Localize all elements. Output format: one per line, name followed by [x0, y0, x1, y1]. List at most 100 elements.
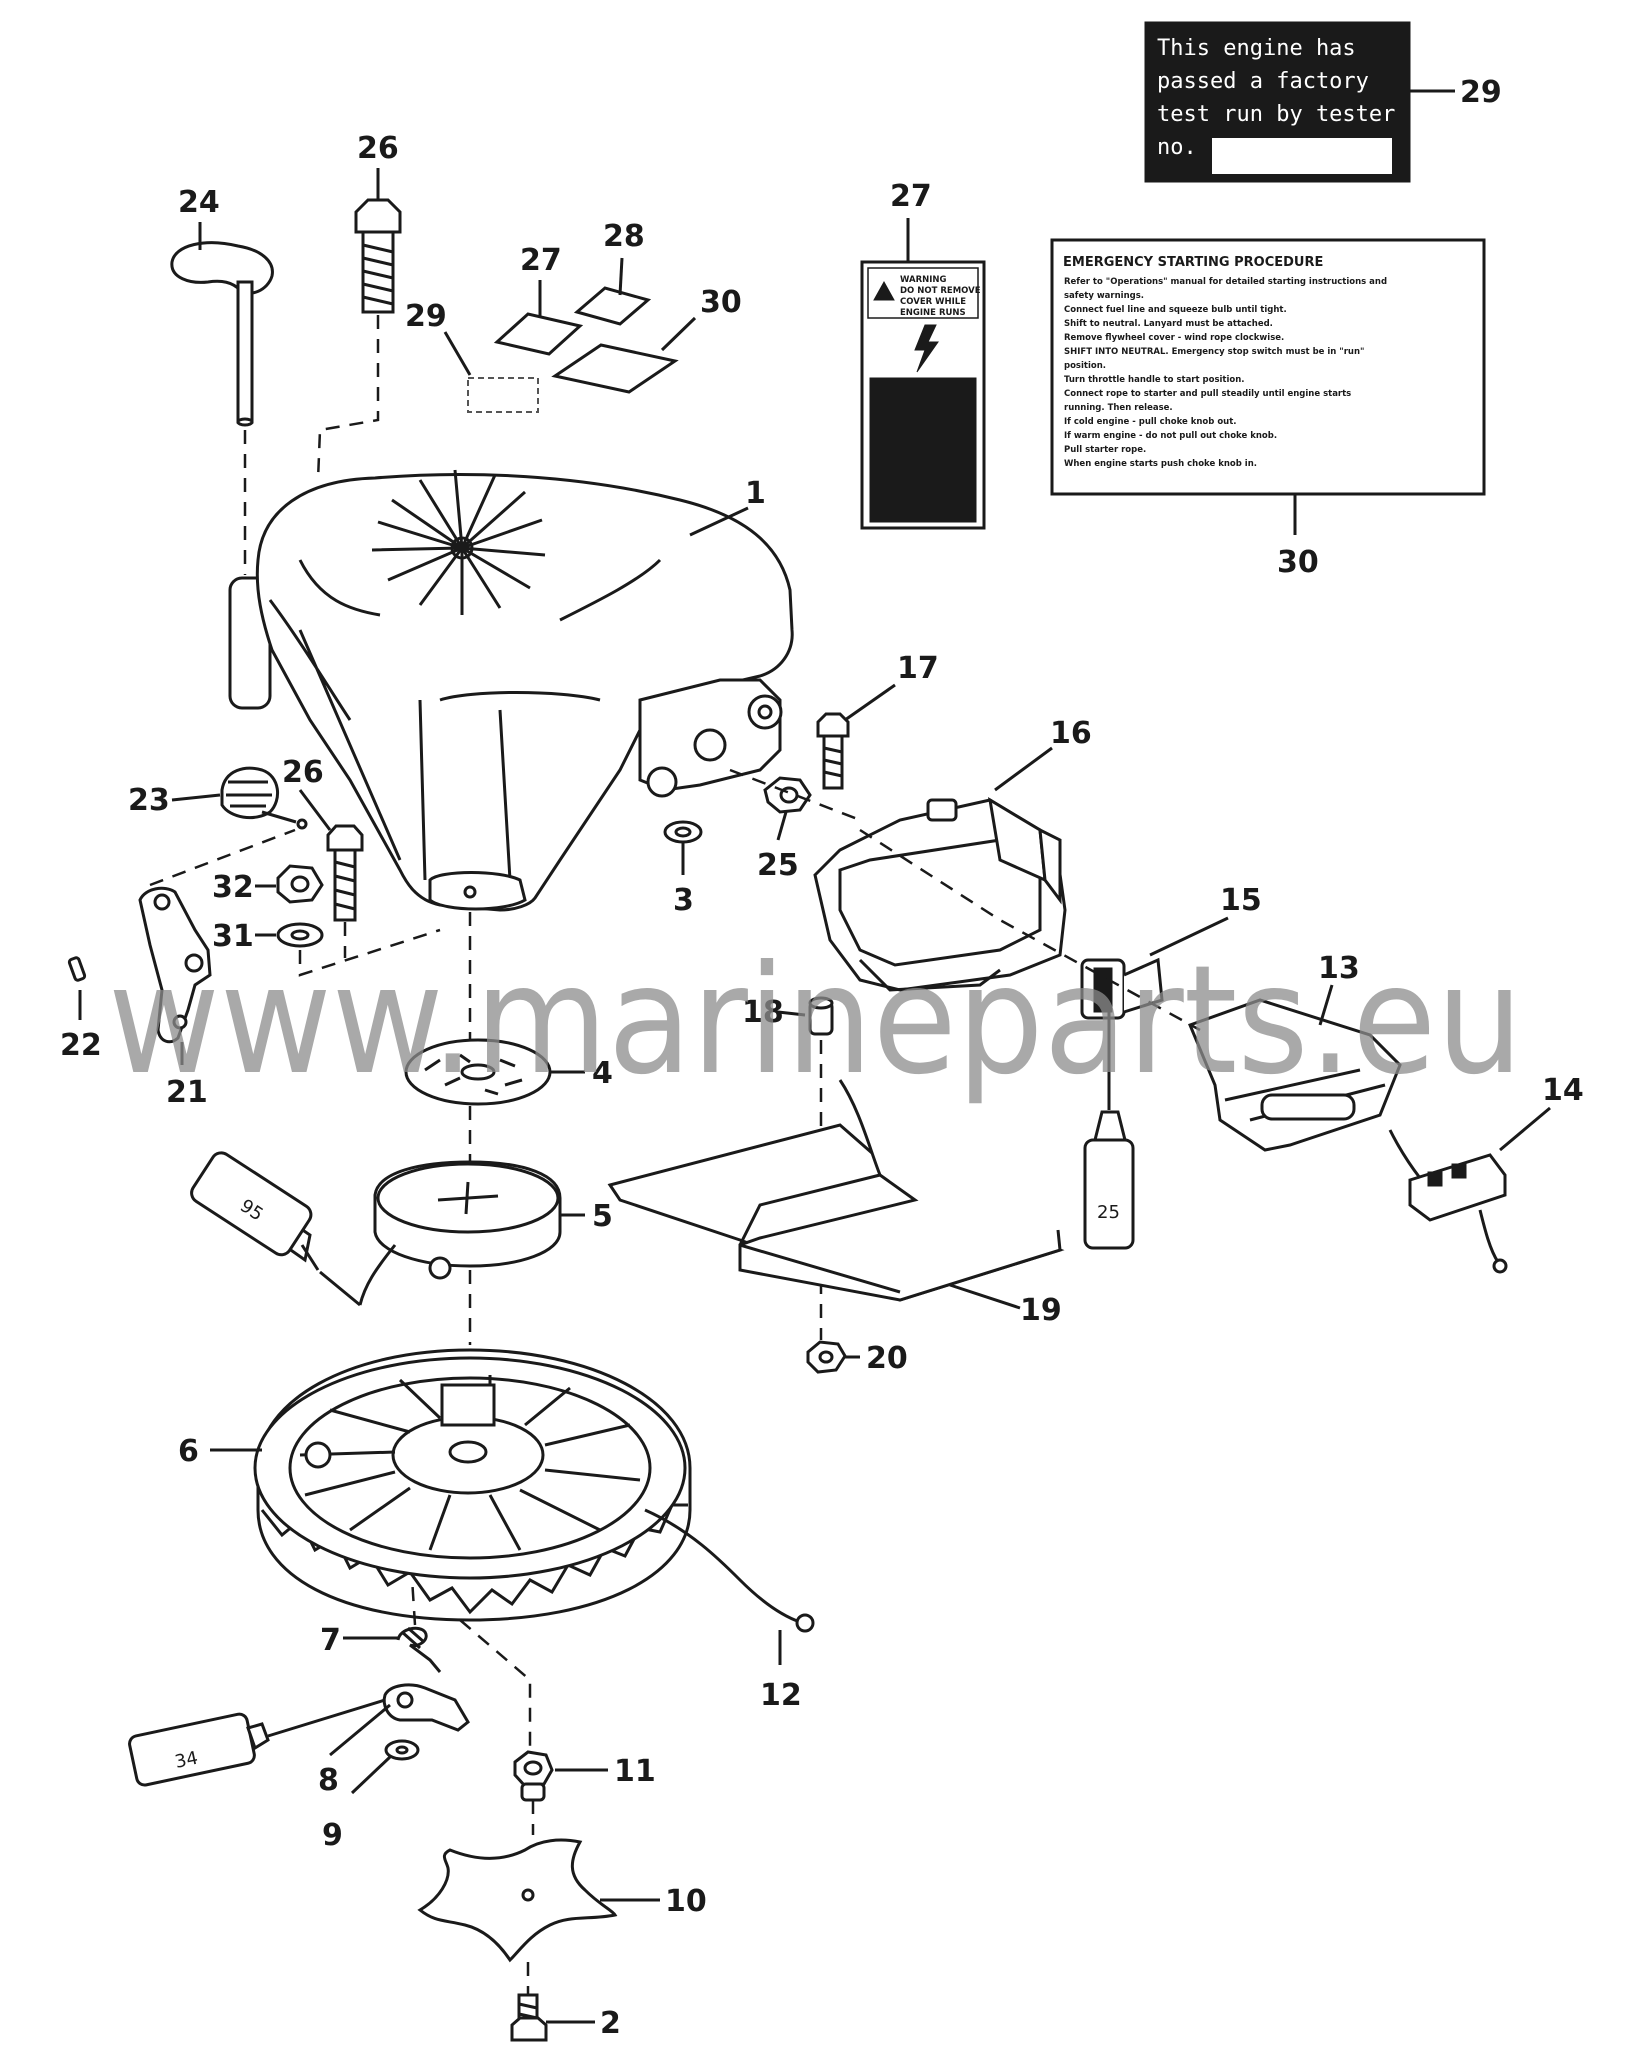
callout-25: 25: [757, 848, 799, 883]
callout-22: 22: [60, 1028, 102, 1063]
callout-9: 9: [322, 1818, 343, 1853]
decal-29-line-2: passed a factory: [1157, 69, 1369, 94]
callout-31: 31: [212, 919, 254, 954]
part-26-screw-top: [354, 198, 402, 314]
callout-29-small: 29: [405, 299, 447, 334]
callout-30-right: 30: [1277, 545, 1319, 580]
decal-30-line: position.: [1064, 361, 1106, 371]
part-tube-34: 34: [128, 1712, 270, 1787]
decal-30-emergency-card: EMERGENCY STARTING PROCEDURE Refer to "O…: [1050, 238, 1486, 496]
decal-30-line: safety warnings.: [1064, 291, 1144, 301]
part-1-starter-housing: [228, 469, 794, 912]
callout-1: 1: [745, 476, 766, 511]
part-32-nut: [276, 864, 324, 904]
decal-30-title: EMERGENCY STARTING PROCEDURE: [1063, 255, 1323, 270]
part-tube-95: 95: [190, 1151, 320, 1271]
decal-30-line: Pull starter rope.: [1064, 445, 1146, 455]
small-decal-27: [493, 312, 584, 356]
decal-29-factory-test-plate: This engine has passed a factory test ru…: [1144, 21, 1411, 183]
decal-30-line: Connect fuel line and squeeze bulb until…: [1064, 305, 1287, 315]
decal-30-line: Turn throttle handle to start position.: [1064, 375, 1245, 385]
decal-30-line: If cold engine - pull choke knob out.: [1064, 417, 1237, 427]
callout-12: 12: [760, 1678, 802, 1713]
watermark-text: www.marineparts.eu: [108, 934, 1523, 1108]
part-10-star-plate: [417, 1838, 618, 1963]
small-decal-28: [573, 286, 652, 326]
decal-27-line-2: DO NOT REMOVE: [900, 286, 981, 296]
callout-27-small: 27: [520, 243, 562, 278]
callout-21: 21: [166, 1075, 208, 1110]
callout-17: 17: [897, 651, 939, 686]
callout-10: 10: [665, 1884, 707, 1919]
part-11-nut: [513, 1750, 554, 1802]
part-9-washer: [384, 1739, 420, 1761]
part-17-screw: [816, 712, 850, 790]
small-decals-group: [467, 286, 679, 413]
decal-30-line: If warm engine - do not pull out choke k…: [1064, 431, 1277, 441]
callout-26-top: 26: [357, 131, 399, 166]
lightning-icon: [914, 324, 939, 373]
part-6-rope-pulley: [253, 1348, 815, 1633]
callout-30-small: 30: [700, 285, 742, 320]
callout-15: 15: [1220, 883, 1262, 918]
callout-13: 13: [1318, 951, 1360, 986]
part-14-switch: [1388, 1129, 1508, 1274]
part-24-handle: [170, 241, 274, 427]
small-decal-30: [551, 343, 679, 394]
part-8-pawl: [382, 1683, 470, 1732]
part-16-bracket: [813, 797, 1067, 992]
part-26-screw-lower: [326, 824, 364, 922]
part-25-nut: [763, 776, 812, 814]
callout-19: 19: [1020, 1293, 1062, 1328]
part-18-pin: [808, 996, 834, 1036]
decal-30-line: running. Then release.: [1064, 403, 1173, 413]
callout-28: 28: [603, 219, 645, 254]
part-13-rope-handle: [1188, 998, 1402, 1152]
part-3-washer: [663, 820, 703, 844]
decal-29-line-3: test run by tester: [1157, 102, 1395, 127]
decal-30-line: SHIFT INTO NEUTRAL. Emergency stop switc…: [1064, 347, 1364, 357]
callout-27-right: 27: [890, 179, 932, 214]
callout-24: 24: [178, 185, 220, 220]
callout-23: 23: [128, 783, 170, 818]
part-4-spring-disc: [404, 1038, 552, 1106]
decal-27-warning-label: WARNING DO NOT REMOVE COVER WHILE ENGINE…: [860, 260, 986, 530]
callout-5: 5: [592, 1199, 613, 1234]
decal-29-line-4: no.: [1157, 135, 1197, 160]
part-5-spring-housing: [373, 1160, 562, 1280]
part-23-bushing: [220, 766, 308, 830]
decal-30-line: Shift to neutral. Lanyard must be attach…: [1064, 319, 1273, 329]
decal-30-line: Refer to "Operations" manual for detaile…: [1064, 277, 1387, 287]
small-decal-29: [467, 377, 539, 413]
decal-27-line-3: COVER WHILE: [900, 297, 966, 307]
part-20-nut: [806, 1340, 847, 1374]
callout-8: 8: [318, 1763, 339, 1798]
callout-18: 18: [742, 995, 784, 1030]
callout-32: 32: [212, 870, 254, 905]
part-19-plate: [607, 1079, 1065, 1302]
decal-27-line-1: WARNING: [900, 275, 947, 285]
callout-20: 20: [866, 1341, 908, 1376]
callout-26-lower: 26: [282, 755, 324, 790]
part-7-spring: [396, 1626, 442, 1673]
callout-6: 6: [178, 1434, 199, 1469]
callout-7: 7: [320, 1623, 341, 1658]
part-tube-25: 25: [1083, 1110, 1135, 1250]
decal-30-line: When engine starts push choke knob in.: [1064, 459, 1257, 469]
decal-30-line: Connect rope to starter and pull steadil…: [1064, 389, 1351, 399]
decal-27-line-4: ENGINE RUNS: [900, 308, 966, 318]
tube-25-label: 25: [1097, 1202, 1120, 1223]
decal-29-line-1: This engine has: [1157, 36, 1356, 61]
callout-4: 4: [592, 1056, 613, 1091]
callout-2: 2: [600, 2006, 621, 2041]
callout-11: 11: [614, 1754, 656, 1789]
part-2-screw: [510, 1993, 548, 2042]
part-21-lever: [138, 886, 212, 1044]
part-22-pin: [67, 956, 87, 982]
part-31-washer: [276, 922, 324, 948]
decal-30-line: Remove flywheel cover - wind rope clockw…: [1064, 333, 1284, 343]
callout-16: 16: [1050, 716, 1092, 751]
tube-34-label: 34: [173, 1748, 200, 1773]
callout-3: 3: [673, 883, 694, 918]
